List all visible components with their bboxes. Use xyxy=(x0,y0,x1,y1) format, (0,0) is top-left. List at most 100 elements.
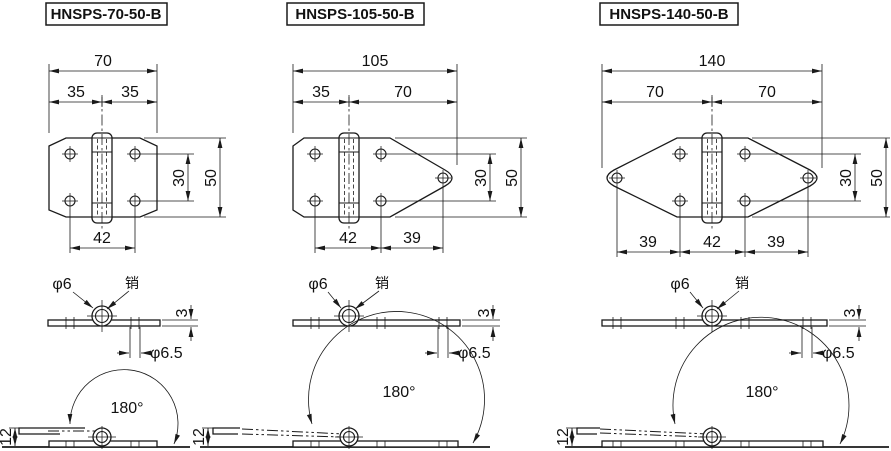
extension-lines xyxy=(829,319,866,327)
dim-overall-width: 70 xyxy=(48,53,158,133)
flat-leaf xyxy=(292,440,459,448)
dim-hole-spacing-h: 42 xyxy=(69,209,136,253)
pin-label: 销 xyxy=(735,276,749,292)
dim-overall-width: 105 xyxy=(292,53,458,165)
dim-hole-diameter: φ6.5 xyxy=(117,327,183,362)
hole-edge-ticks xyxy=(612,441,812,447)
title-border xyxy=(45,2,168,26)
extension-lines xyxy=(395,137,527,218)
top-view: 70 35 35 50 30 42 xyxy=(48,53,226,253)
dim-hole-spacing-h: 39 42 39 xyxy=(616,186,809,257)
extension-lines xyxy=(144,137,226,218)
dim-text: 70 xyxy=(94,53,112,70)
leader-line xyxy=(354,290,380,310)
upper-leaf-outline xyxy=(18,427,85,435)
angle-text: 180° xyxy=(745,384,778,401)
dim-text: 30 xyxy=(171,169,188,187)
extension-lines xyxy=(143,153,194,202)
extension-lines xyxy=(601,64,823,168)
dim-text: 3 xyxy=(476,308,493,317)
pin-diameter-label: φ6 xyxy=(670,276,689,293)
dim-overall-height: 50 xyxy=(752,137,890,218)
screw-holes xyxy=(307,146,451,209)
screw-holes xyxy=(609,146,816,209)
angle-text: 180° xyxy=(382,384,415,401)
dim-text: 35 xyxy=(312,84,330,101)
dim-text: 39 xyxy=(639,234,657,251)
product-title: HNSPS-140-50-B xyxy=(609,6,728,23)
dim-text: 50 xyxy=(869,169,886,187)
side-view: φ6 销 3 φ6.5 xyxy=(292,276,500,362)
dim-text: 70 xyxy=(758,84,776,101)
title-border xyxy=(286,2,425,26)
rotation-arc xyxy=(67,369,180,445)
phantom-leaf-lines xyxy=(241,428,345,438)
dim-overall-height: 50 xyxy=(144,137,226,218)
extension-lines xyxy=(162,319,198,327)
dim-text: 12 xyxy=(191,428,208,446)
extension-lines xyxy=(753,153,861,202)
open-angle-view: 180° 12 xyxy=(0,369,190,449)
title-border xyxy=(599,2,739,26)
dim-text: 12 xyxy=(555,428,572,446)
title-badge: HNSPS-140-50-B xyxy=(599,2,739,26)
dim-text: φ6.5 xyxy=(822,345,855,362)
dim-text: 50 xyxy=(504,169,521,187)
title-badge: HNSPS-70-50-B xyxy=(45,2,168,26)
upper-leaf-outline xyxy=(212,427,240,435)
leader-line xyxy=(689,291,704,309)
side-view: φ6 销 3 φ6.5 xyxy=(47,276,198,362)
dim-overall-width: 140 xyxy=(601,53,823,168)
dim-half-widths: 35 70 xyxy=(293,84,457,107)
dim-hole-diameter: φ6.5 xyxy=(425,327,491,362)
leader-line xyxy=(327,291,342,309)
top-view: 105 35 70 50 30 xyxy=(292,53,527,253)
dim-open-height: 12 xyxy=(0,427,23,446)
dim-thickness: 3 xyxy=(462,305,500,341)
dim-text: 3 xyxy=(842,308,859,317)
dim-hole-spacing-v: 30 xyxy=(389,153,496,202)
extension-lines xyxy=(437,327,449,358)
leaf-bar xyxy=(292,319,461,327)
extension-lines xyxy=(801,327,813,358)
dim-text: 42 xyxy=(93,230,111,247)
dim-text: 140 xyxy=(699,53,726,70)
dim-hole-spacing-h: 42 39 xyxy=(314,186,444,253)
product-column-3: HNSPS-140-50-B 140 xyxy=(555,2,890,449)
hole-center-marks xyxy=(307,146,451,209)
extension-lines xyxy=(752,137,890,218)
dim-open-height: 12 xyxy=(191,427,216,446)
extension-lines xyxy=(616,186,809,257)
upper-leaf-outline xyxy=(576,427,600,435)
extension-lines xyxy=(292,64,458,165)
leader-line xyxy=(72,291,94,309)
dim-thickness: 3 xyxy=(162,305,198,341)
side-view: φ6 销 3 φ6.5 xyxy=(601,276,866,362)
dim-text: 70 xyxy=(394,84,412,101)
dim-open-height: 12 xyxy=(555,427,580,446)
extension-lines xyxy=(129,327,141,358)
pin-diameter-label: φ6 xyxy=(308,276,327,293)
dim-text: 30 xyxy=(473,169,490,187)
dim-hole-spacing-v: 30 xyxy=(753,153,861,202)
pin-label: 销 xyxy=(125,276,139,292)
dim-hole-diameter: φ6.5 xyxy=(789,327,855,362)
dim-text: 50 xyxy=(203,169,220,187)
hinge-leaf-outline xyxy=(292,137,453,218)
rotation-arc xyxy=(670,316,850,445)
pin-diameter-label: φ6 xyxy=(52,276,71,293)
dim-text: 39 xyxy=(767,234,785,251)
pin-label: 销 xyxy=(375,276,389,292)
hole-edge-ticks xyxy=(65,441,140,447)
product-title: HNSPS-105-50-B xyxy=(295,6,414,23)
dim-text: 42 xyxy=(339,230,357,247)
dim-hole-spacing-v: 30 xyxy=(143,153,194,202)
dim-text: 12 xyxy=(0,428,15,446)
dim-thickness: 3 xyxy=(829,305,866,341)
top-view: 140 70 70 50 30 xyxy=(601,53,890,257)
dim-text: 70 xyxy=(646,84,664,101)
dim-text: 3 xyxy=(174,308,191,317)
hole-center-marks xyxy=(62,146,143,209)
dim-half-widths: 70 70 xyxy=(602,84,822,107)
